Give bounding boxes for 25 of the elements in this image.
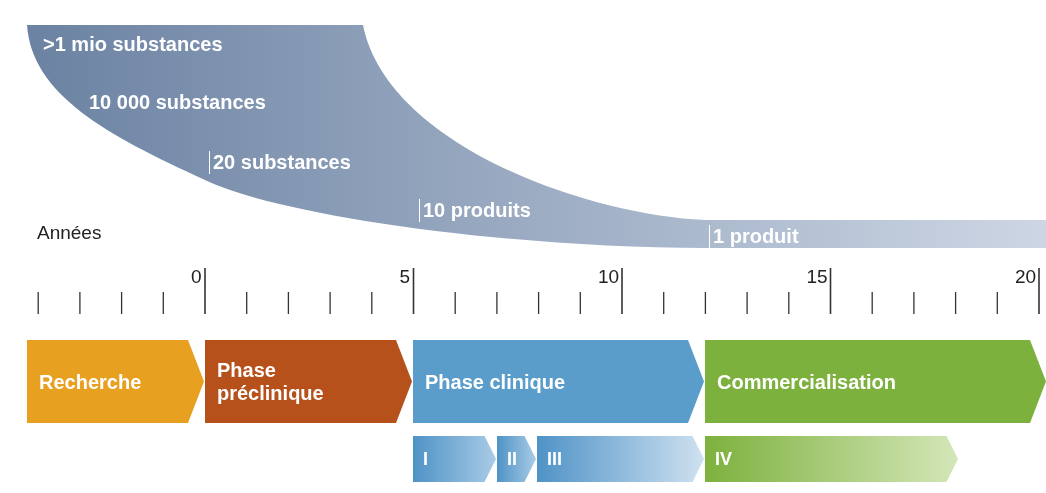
- axis-title: Années: [37, 222, 102, 244]
- phase-label: Commercialisation: [717, 370, 896, 393]
- funnel-label: 1 produit: [709, 225, 799, 248]
- phase-banner: [705, 340, 1046, 423]
- axis-label: 10: [598, 266, 620, 288]
- funnel-label: 10 000 substances: [89, 91, 266, 114]
- funnel-band: [27, 25, 1046, 250]
- phase-banner: [27, 340, 204, 423]
- phase-label: III: [547, 448, 562, 470]
- funnel-label: >1 mio substances: [43, 33, 223, 56]
- phase-label: Phase préclinique: [217, 358, 325, 405]
- axis-label: 5: [399, 266, 411, 288]
- funnel-label: 10 produits: [419, 199, 531, 222]
- phase-label: Phase clinique: [425, 370, 566, 393]
- phase-banner: [205, 340, 412, 423]
- axis-label: 15: [806, 266, 828, 288]
- axis-label: 0: [191, 266, 202, 288]
- phase-label: I: [423, 448, 428, 470]
- phase-banner: [705, 436, 958, 482]
- axis-label: 20: [1015, 266, 1037, 288]
- phase-label: II: [507, 448, 517, 470]
- funnel-label: 20 substances: [209, 151, 351, 174]
- phase-label: IV: [715, 448, 732, 470]
- phase-banner: [413, 340, 704, 423]
- phase-label: Recherche: [39, 370, 143, 393]
